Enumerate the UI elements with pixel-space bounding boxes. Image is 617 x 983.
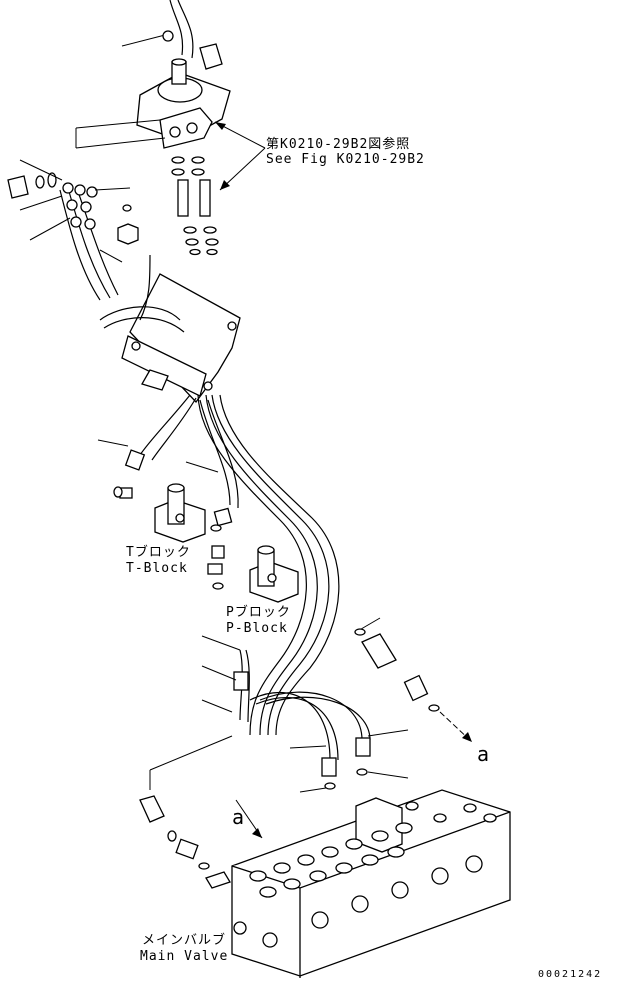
marker-a-right: a (477, 742, 490, 766)
main-valve-en-label: Main Valve (140, 949, 229, 964)
main-hose-run (139, 394, 340, 736)
electrical-harness (121, 0, 223, 70)
p-block (249, 545, 299, 603)
p-block-jp-label: Pブロック (226, 605, 291, 620)
t-block-jp-label: Tブロック (126, 545, 191, 560)
t-block (154, 483, 206, 543)
reference-jp-label: 第K0210-29B2図参照 (266, 137, 411, 152)
p-block-en-label: P-Block (226, 621, 288, 636)
t-block-en-label: T-Block (126, 561, 188, 576)
drawing-number: 00021242 (538, 969, 603, 980)
fittings-upper (171, 156, 219, 256)
left-elbow-chain (139, 735, 233, 870)
main-valve-body (205, 789, 511, 978)
reference-en-label: See Fig K0210-29B2 (266, 152, 425, 167)
t-block-fittings (97, 439, 233, 590)
reference-leaders (214, 121, 266, 191)
ppc-valve (75, 58, 231, 149)
lower-hoses (201, 635, 409, 793)
marker-a-left: a (232, 805, 245, 829)
main-valve-jp-label: メインバルブ (142, 933, 227, 948)
upper-left-hoses (7, 159, 139, 301)
right-fitting-chain (354, 617, 473, 743)
hose-support-bracket (99, 254, 241, 404)
